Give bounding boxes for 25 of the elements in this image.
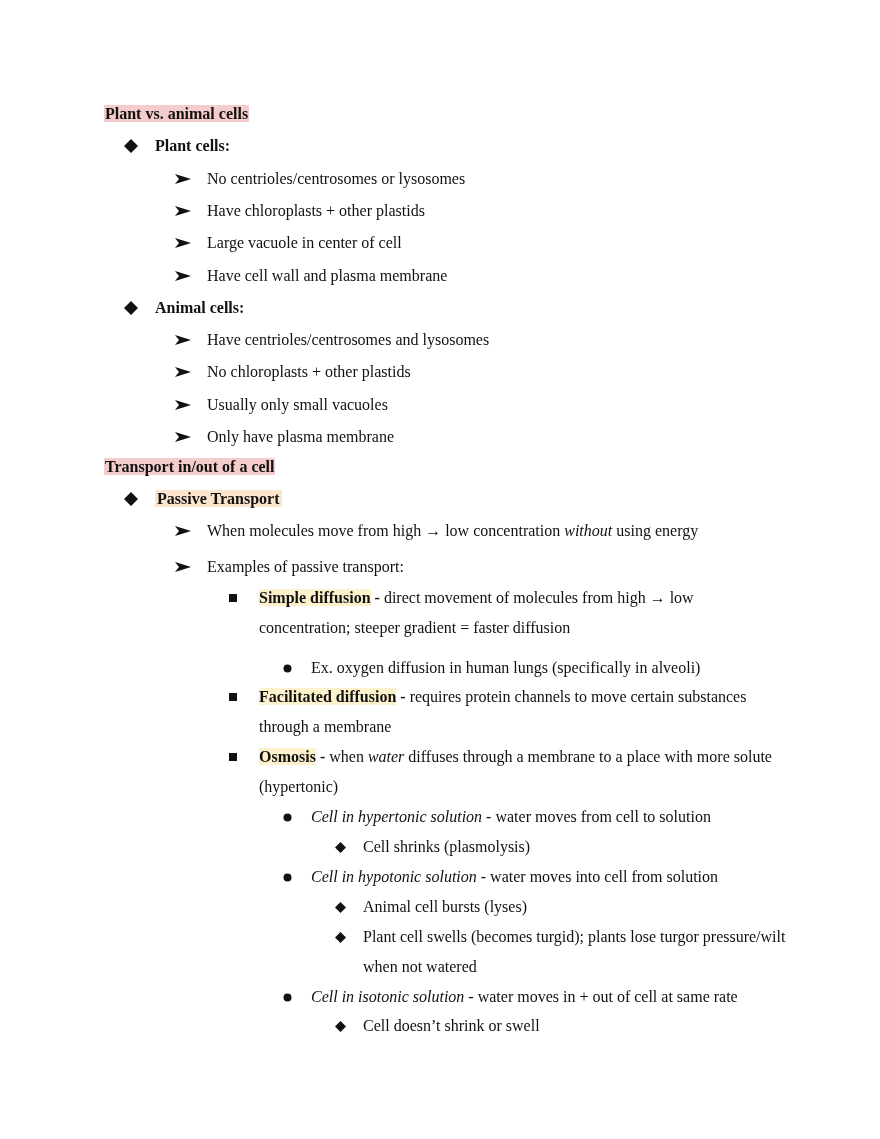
- subheading: Animal cells:: [155, 299, 245, 316]
- list-item-text: Cell in hypertonic solution - water moves from cell to solution: [311, 807, 712, 828]
- list-item-text: Simple diffusion - direct movement of molecules from high → low concentration; steeper gradient = faster diffusion: [259, 588, 695, 639]
- list-item-text: Have centrioles/centrosomes and lysosomes: [207, 330, 491, 351]
- subheading: Plant cells:: [155, 137, 231, 154]
- list-item-text: Have chloroplasts + other plastids: [207, 201, 426, 222]
- subheading: Passive Transport: [155, 490, 282, 507]
- list-item-text: Animal cell bursts (lyses): [363, 897, 528, 918]
- list-item-text: Osmosis - when water diffuses through a membrane to a place with more solute (hypertonic): [259, 747, 773, 798]
- list-item-text: When molecules move from high → low concentration without using energy: [207, 521, 700, 542]
- list-item-text: Cell in hypotonic solution - water moves into cell from solution: [311, 867, 720, 888]
- list-item-text: Plant cell swells (becomes turgid); plants lose turgor pressure/wilt when not watered: [363, 927, 787, 977]
- list-item-text: Usually only small vacuoles: [207, 395, 389, 416]
- list-item-text: Have cell wall and plasma membrane: [207, 266, 449, 287]
- section-heading: Transport in/out of a cell: [104, 458, 276, 475]
- list-item-text: Examples of passive transport:: [207, 557, 405, 578]
- list-item-text: Ex. oxygen diffusion in human lungs (specifically in alveoli): [311, 658, 702, 679]
- section-heading: Plant vs. animal cells: [104, 105, 250, 122]
- list-item-text: No centrioles/centrosomes or lysosomes: [207, 169, 467, 190]
- list-item-text: Cell shrinks (plasmolysis): [363, 837, 532, 858]
- list-item-text: Large vacuole in center of cell: [207, 233, 403, 254]
- list-item-text: Cell in isotonic solution - water moves in + out of cell at same rate: [311, 987, 739, 1007]
- list-item-text: Only have plasma membrane: [207, 427, 396, 448]
- list-item-text: Cell doesn’t shrink or swell: [363, 1016, 541, 1036]
- list-item-text: No chloroplasts + other plastids: [207, 362, 412, 383]
